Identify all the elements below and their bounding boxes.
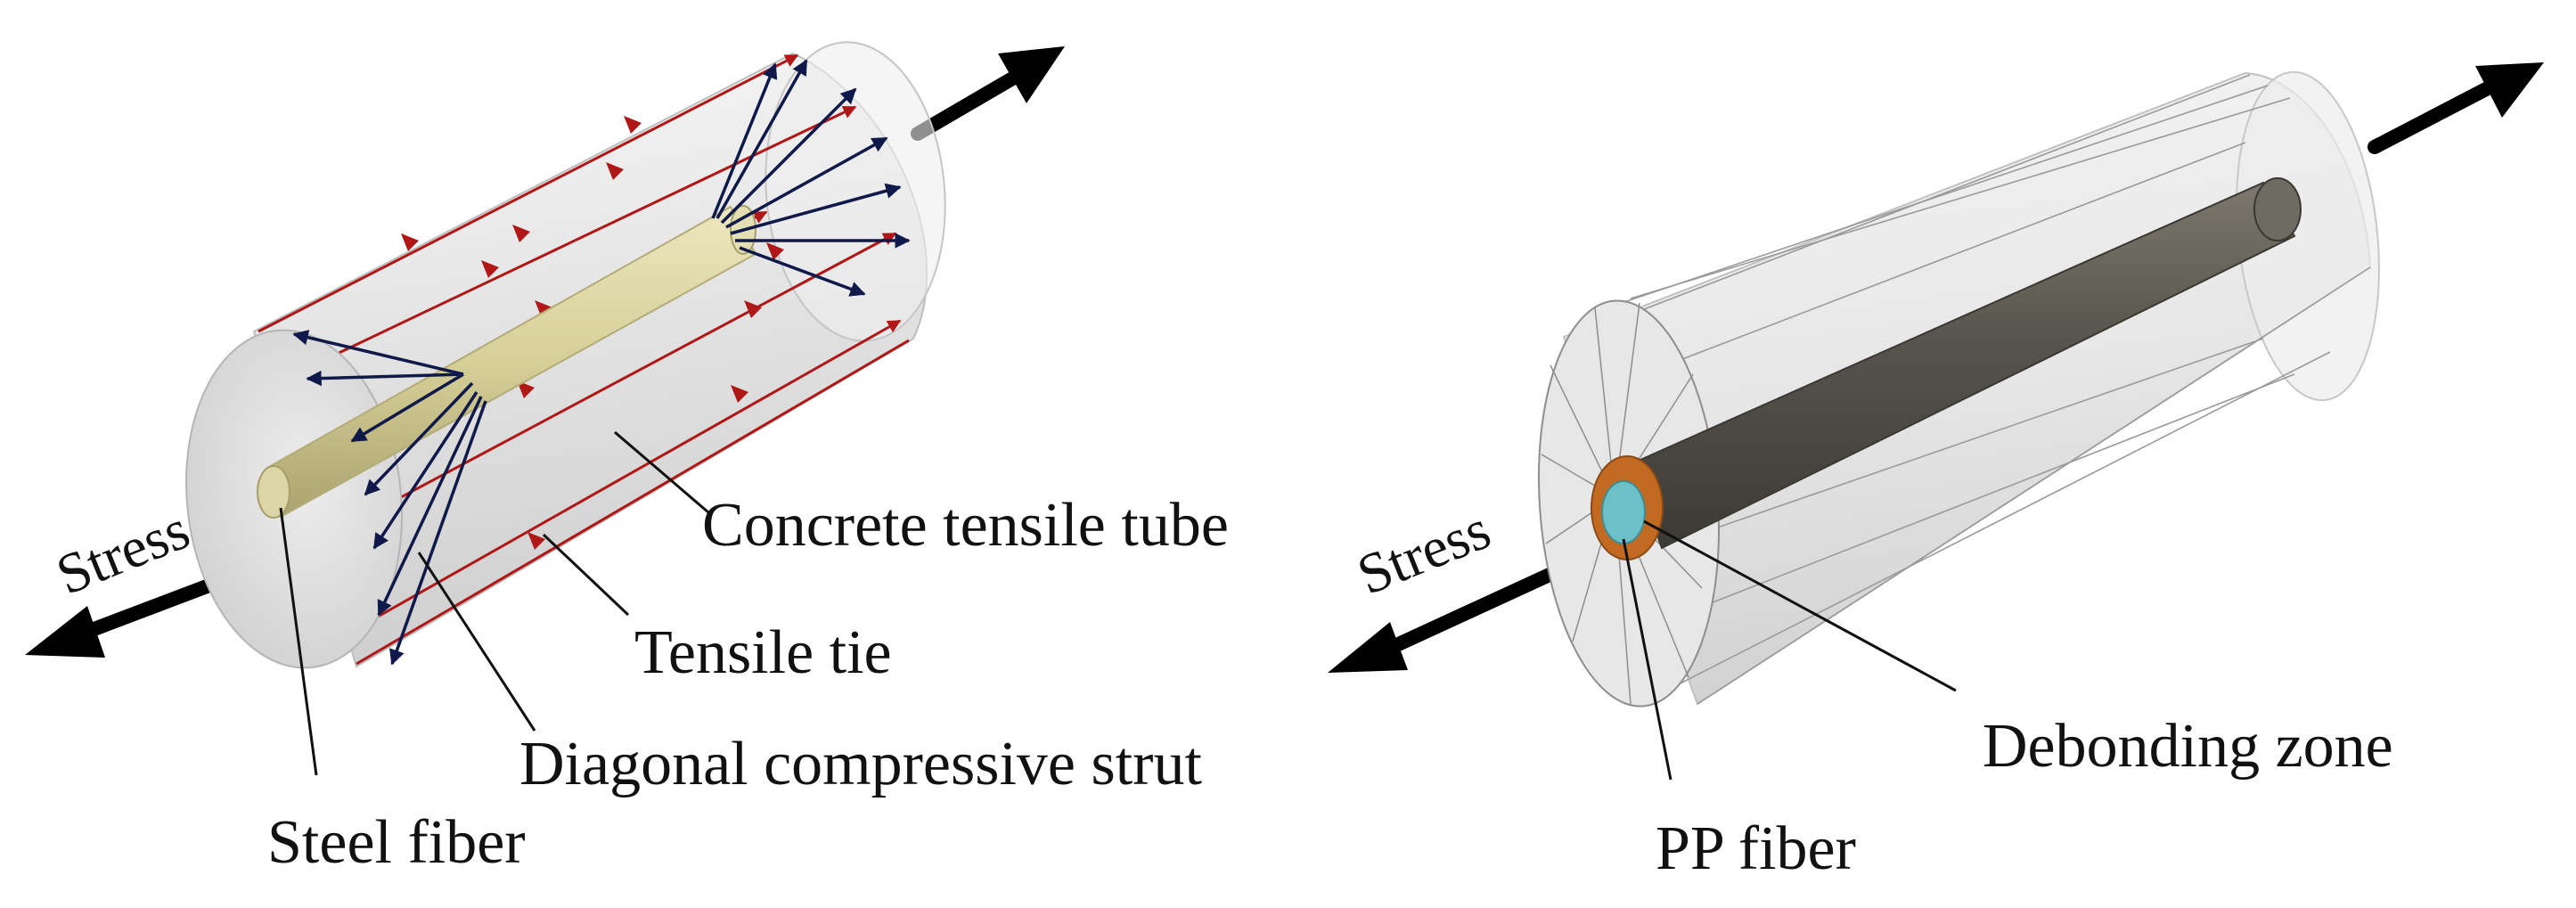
stress-arrow-left-upper (911, 46, 1065, 141)
concrete-tube-label: Concrete tensile tube (702, 491, 1229, 560)
tensile-tie-arrowheads (401, 116, 784, 550)
right-panel: Stress Debonding zone PP fiber (1328, 62, 2544, 883)
pp-fiber-label: PP fiber (1656, 814, 1856, 883)
pp-fiber-rod (1591, 177, 2302, 560)
left-panel: Stress Concrete tensile tube Tensile tie… (25, 41, 1229, 877)
tube-far-end (765, 41, 946, 342)
right-leader-lines (1622, 519, 1957, 781)
pp-fiber-core (1601, 480, 1646, 544)
stress-arrow-left-lower (25, 577, 221, 658)
pp-matrix-grid (1545, 74, 2371, 705)
diagonal-strut-label: Diagonal compressive strut (519, 730, 1202, 798)
debonding-zone-label: Debonding zone (1983, 712, 2393, 781)
tensile-tie-label: Tensile tie (634, 618, 892, 687)
left-leader-lines (279, 430, 709, 776)
steel-fiber-label: Steel fiber (267, 808, 526, 877)
stress-arrow-right-upper (2367, 62, 2544, 154)
left-stress-label: Stress (48, 497, 198, 607)
right-stress-label: Stress (1349, 497, 1499, 607)
compressive-struts (292, 59, 911, 666)
